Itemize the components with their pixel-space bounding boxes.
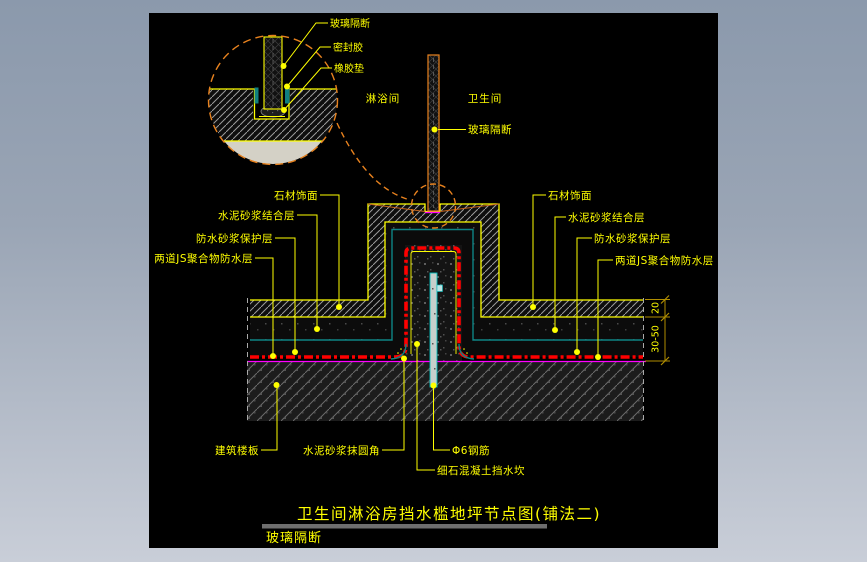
leader-dot bbox=[530, 304, 536, 310]
leader-dot bbox=[431, 126, 438, 133]
leader-dot bbox=[414, 341, 420, 347]
leader-dot bbox=[595, 354, 601, 360]
room-label-shower: 淋浴间 bbox=[366, 92, 401, 105]
title-block: 卫生间淋浴房挡水槛地坪节点图(铺法二) 玻璃隔断 bbox=[262, 505, 601, 546]
callout-glass-partition: 玻璃隔断 bbox=[468, 123, 512, 136]
room-label-toilet: 卫生间 bbox=[468, 92, 503, 105]
floor-slab-fill bbox=[247, 362, 643, 421]
detail-reference-circle bbox=[410, 183, 457, 229]
callout-protect-left: 防水砂浆保护层 bbox=[196, 232, 273, 245]
layer-callouts-left: 石材饰面 水泥砂浆结合层 防水砂浆保护层 两道JS聚合物防水层 bbox=[154, 189, 342, 359]
callout-js-right: 两道JS聚合物防水层 bbox=[615, 254, 714, 267]
detail-cream-band bbox=[209, 141, 337, 164]
detail-circle-boundary bbox=[207, 34, 339, 166]
cad-canvas[interactable]: 玻璃隔断 密封胶 橡胶垫 淋浴间 卫生间 玻璃隔断 石材饰面 水泥砂浆结合层 防… bbox=[149, 13, 718, 548]
callout-bond-left: 水泥砂浆结合层 bbox=[218, 209, 295, 222]
bottom-callouts: 建筑楼板 水泥砂浆抹圆角 Φ6钢筋 细石混凝土挡水坎 bbox=[215, 341, 525, 477]
layer-callouts-right: 石材饰面 水泥砂浆结合层 防水砂浆保护层 两道JS聚合物防水层 bbox=[530, 189, 714, 360]
callout-sealant: 密封胶 bbox=[333, 41, 363, 54]
title-underline bbox=[262, 524, 547, 529]
leader-dot bbox=[281, 107, 287, 113]
rebar-hook bbox=[436, 284, 443, 292]
leader-dot bbox=[292, 349, 298, 355]
leader-dot bbox=[284, 83, 290, 90]
stone-inner-outline bbox=[250, 221, 643, 318]
mortar-bonding-layer bbox=[250, 222, 643, 340]
sealant-right bbox=[285, 87, 290, 104]
sealant-left bbox=[254, 87, 259, 104]
leader-dot bbox=[401, 355, 407, 362]
dimension-group: 20 30-50 bbox=[645, 295, 670, 366]
detail-glass bbox=[263, 36, 283, 110]
leader-dot bbox=[552, 327, 558, 333]
mortar-fillet-curves bbox=[390, 343, 475, 360]
callout-slab: 建筑楼板 bbox=[215, 444, 259, 457]
drawing-title: 卫生间淋浴房挡水槛地坪节点图(铺法二) bbox=[297, 505, 601, 523]
detail-callouts: 玻璃隔断 密封胶 橡胶垫 bbox=[280, 17, 370, 113]
glass-callout: 玻璃隔断 bbox=[431, 123, 512, 136]
leader-dot bbox=[430, 382, 437, 389]
callout-glass: 玻璃隔断 bbox=[330, 17, 370, 30]
detail-drawing: 玻璃隔断 密封胶 橡胶垫 淋浴间 卫生间 玻璃隔断 石材饰面 水泥砂浆结合层 防… bbox=[154, 17, 714, 546]
stone-facing-hatch bbox=[250, 204, 643, 317]
floor-assembly bbox=[247, 204, 643, 421]
break-lines bbox=[247, 298, 644, 423]
fillet-dots bbox=[397, 348, 468, 354]
stone-miter-lines bbox=[367, 203, 500, 212]
leader-dot bbox=[314, 326, 320, 332]
leader-dot bbox=[574, 349, 580, 355]
callout-protect-right: 防水砂浆保护层 bbox=[594, 232, 671, 245]
inner-curb-outline bbox=[410, 251, 457, 354]
waterproof-protect-layer bbox=[250, 229, 643, 357]
callout-rebar: Φ6钢筋 bbox=[452, 444, 490, 457]
callout-bond-right: 水泥砂浆结合层 bbox=[568, 211, 645, 224]
leader-dot bbox=[280, 63, 287, 69]
leader-dot bbox=[270, 353, 276, 359]
leader-dot bbox=[336, 304, 342, 310]
callout-rubber-pad: 橡胶垫 bbox=[334, 62, 364, 75]
dim-mortar: 30-50 bbox=[651, 325, 662, 353]
detail-connector-curve bbox=[336, 122, 411, 201]
glass-partition bbox=[427, 54, 440, 212]
detail-circle bbox=[207, 34, 339, 166]
leader-dot bbox=[273, 382, 280, 388]
rubber-pad-dots bbox=[267, 110, 279, 114]
callout-stone-left: 石材饰面 bbox=[274, 189, 318, 202]
next-drawing-label: 玻璃隔断 bbox=[266, 531, 322, 546]
callout-fillet: 水泥砂浆抹圆角 bbox=[303, 444, 380, 457]
callout-stone-right: 石材饰面 bbox=[548, 189, 592, 202]
callout-js-left: 两道JS聚合物防水层 bbox=[154, 252, 253, 265]
callout-concrete-curb: 细石混凝土挡水坎 bbox=[437, 464, 525, 477]
cement-bond-line bbox=[250, 228, 643, 341]
dim-stone: 20 bbox=[651, 302, 662, 314]
dimension-ticks bbox=[660, 295, 670, 366]
